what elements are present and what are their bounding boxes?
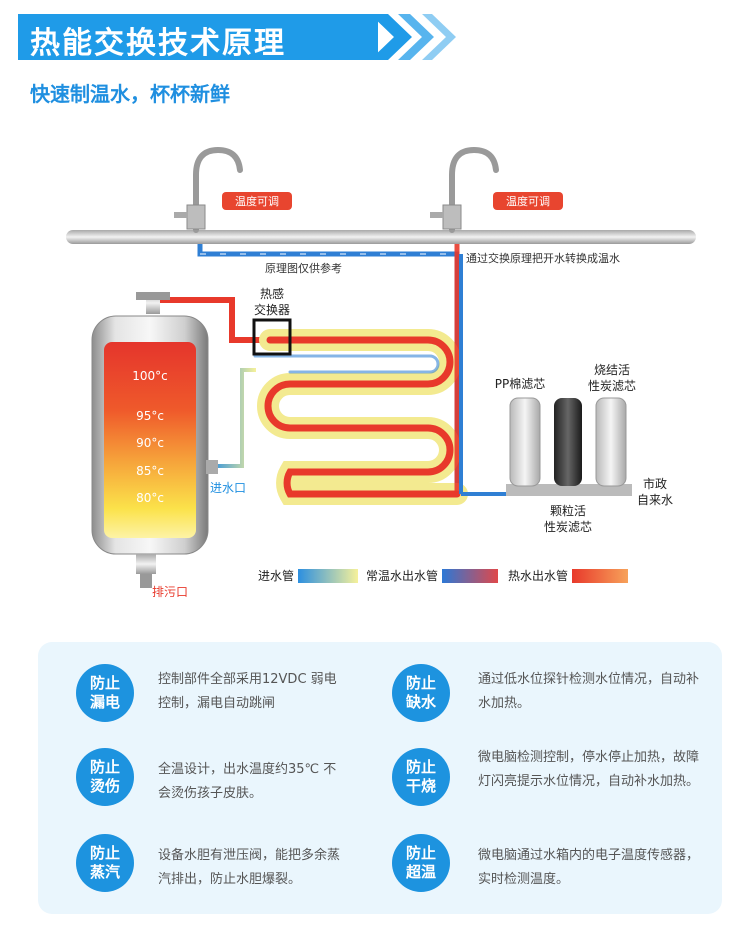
tap-label-left: 温度可调 — [235, 194, 279, 208]
faucet-right-icon — [430, 146, 499, 233]
note-exchange: 通过交换原理把开水转换成温水 — [466, 251, 620, 265]
feature-badge-steam: 防止蒸汽 — [76, 834, 134, 892]
chevron-arrows-icon — [370, 14, 456, 60]
tap-label-right-badge — [493, 192, 563, 210]
inlet-pipe — [210, 368, 256, 468]
legend-label-hot: 热水出水管 — [508, 568, 568, 583]
tap-label-right: 温度可调 — [506, 194, 550, 208]
feature-text-over-temperature: 微电脑通过水箱内的电子温度传感器，实时检测温度。 — [478, 848, 700, 887]
feature-text-dry-burn: 微电脑检测控制，停水停止加热，故障灯闪亮提示水位情况，自动补水加热。 — [478, 750, 700, 789]
title-banner — [18, 14, 378, 60]
filter-granular-label-1: 颗粒活 — [550, 503, 586, 518]
feature-badge-scald: 防止烫伤 — [76, 748, 134, 806]
inlet-label: 进水口 — [210, 481, 246, 495]
legend: 进水管 常温水出水管 热水出水管 — [258, 568, 628, 583]
legend-swatch-inlet — [298, 569, 358, 583]
counter-top-bar — [66, 230, 696, 244]
feature-text-steam: 设备水胆有泄压阀，能把多余蒸汽排出，防止水胆爆裂。 — [158, 848, 341, 887]
tank-level-100: 100°c — [132, 369, 168, 383]
warm-outlet-pipe — [197, 244, 460, 494]
serpentine-exchanger — [253, 329, 468, 505]
exchanger-box — [252, 318, 292, 356]
exchanger-label-1: 热感 — [260, 286, 284, 301]
filter-sintered-label-2: 性炭滤芯 — [588, 379, 636, 393]
legend-label-inlet: 进水管 — [258, 568, 294, 583]
feature-badge-leakage: 防止漏电 — [76, 664, 134, 722]
feature-text-scald: 全温设计，出水温度约35℃ 不会烫伤孩子皮肤。 — [158, 762, 337, 801]
tank-level-95: 95°c — [136, 409, 164, 423]
heat-exchange-diagram: 温度可调 温度可调 原理图仅供参考 通过交换原理把开水转换成温水 热感 交换器 … — [66, 146, 696, 599]
note-reference: 原理图仅供参考 — [265, 261, 342, 275]
tank-heat-fill — [104, 342, 196, 538]
features-panel — [38, 642, 722, 914]
feature-badge-water-shortage: 防止缺水 — [392, 664, 450, 722]
filter-granular-label-2: 性炭滤芯 — [544, 520, 592, 534]
exchanger-label-2: 交换器 — [254, 302, 290, 317]
legend-label-warm: 常温水出水管 — [366, 568, 438, 583]
filter-assembly — [506, 397, 632, 496]
feature-text-leakage: 控制部件全部采用12VDC 弱电控制，漏电自动跳闸 — [158, 672, 337, 711]
hot-water-pipe — [148, 297, 270, 343]
legend-swatch-warm — [442, 569, 498, 583]
tap-water-label-2: 自来水 — [637, 493, 673, 507]
tank-level-80: 80°c — [136, 491, 164, 505]
tap-water-label-1: 市政 — [643, 476, 667, 491]
faucet-left-icon — [174, 146, 243, 233]
tank-level-90: 90°c — [136, 436, 164, 450]
feature-badge-over-temperature: 防止超温 — [392, 834, 450, 892]
legend-swatch-hot — [572, 569, 628, 583]
page-subtitle: 快速制温水，杯杯新鲜 — [30, 82, 230, 106]
filter-sintered-label-1: 烧结活 — [594, 363, 630, 377]
tank-level-85: 85°c — [136, 464, 164, 478]
filter-pp-label: PP棉滤芯 — [495, 377, 545, 391]
water-tank — [91, 292, 218, 588]
drain-label: 排污口 — [152, 585, 188, 599]
tap-label-left-badge — [222, 192, 292, 210]
feature-text-water-shortage: 通过低水位探针检测水位情况，自动补水加热。 — [478, 672, 700, 711]
feature-badge-dry-burn: 防止干烧 — [392, 748, 450, 806]
page-title: 热能交换技术原理 — [30, 26, 286, 61]
